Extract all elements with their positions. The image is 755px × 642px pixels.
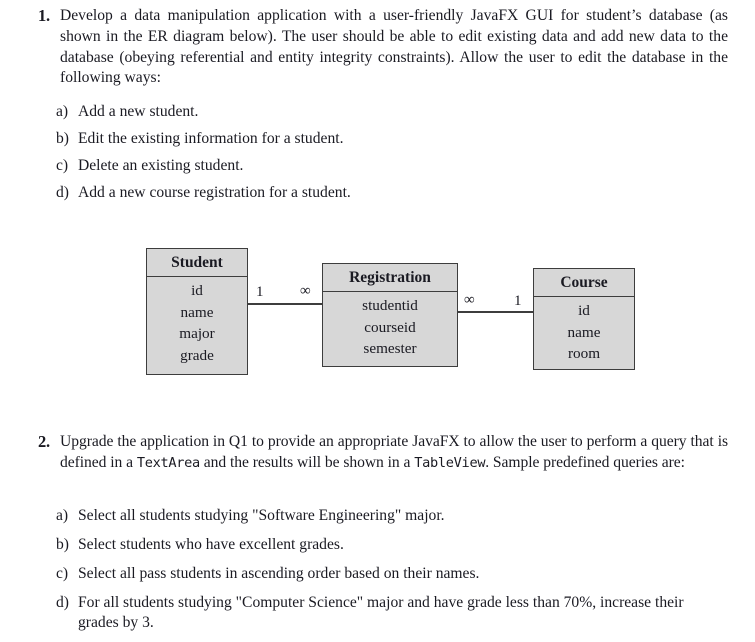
entity-attribute: studentid	[362, 297, 418, 314]
question-1-text: Develop a data manipulation application …	[60, 7, 728, 87]
list-item-text: Select all pass students in ascending or…	[78, 564, 480, 582]
list-item: c) Delete an existing student.	[56, 156, 728, 176]
question-2-sub-list: a) Select all students studying "Softwar…	[56, 506, 728, 642]
list-item-marker: b)	[56, 535, 69, 553]
cardinality-label-registration-left: ∞	[300, 283, 311, 299]
code-tableview: TableView	[414, 454, 486, 471]
entity-title: Student	[147, 249, 247, 277]
list-item: b) Edit the existing information for a s…	[56, 129, 728, 149]
entity-box-course: Course id name room	[533, 268, 635, 370]
entity-attribute-list: id name major grade	[147, 277, 247, 370]
cardinality-label-course: 1	[514, 293, 522, 309]
list-item: d) For all students studying "Computer S…	[56, 593, 728, 634]
question-2-block: 2. Upgrade the application in Q1 to prov…	[38, 432, 728, 474]
entity-title: Course	[534, 269, 634, 297]
list-item-text: Delete an existing student.	[78, 156, 244, 174]
list-item: a) Select all students studying "Softwar…	[56, 506, 728, 526]
entity-attribute: courseid	[364, 318, 416, 336]
entity-attribute-list: id name room	[534, 297, 634, 369]
entity-title: Registration	[323, 264, 457, 292]
relationship-line-student-registration	[247, 303, 323, 305]
list-item: c) Select all pass students in ascending…	[56, 564, 728, 584]
entity-attribute: name	[567, 323, 601, 341]
list-item: a) Add a new student.	[56, 102, 728, 122]
question-2-text-part-1: Upgrade the application in Q1 to provide…	[60, 433, 728, 471]
question-2-number: 2.	[38, 432, 50, 451]
entity-attribute: major	[179, 325, 215, 342]
list-item: b) Select students who have excellent gr…	[56, 535, 728, 555]
list-item-marker: a)	[56, 103, 69, 120]
code-textarea: TextArea	[136, 454, 200, 471]
list-item-text: Add a new student.	[78, 103, 199, 120]
list-item-text: Add a new course registration for a stud…	[78, 183, 351, 201]
list-item-marker: d)	[56, 593, 69, 611]
cardinality-label-registration-right: ∞	[464, 292, 475, 308]
entity-attribute: grade	[180, 346, 214, 364]
list-item-text: For all students studying "Computer Scie…	[78, 593, 684, 632]
entity-box-student: Student id name major grade	[146, 248, 248, 375]
list-item-marker: d)	[56, 183, 69, 201]
list-item-text: Select all students studying "Software E…	[78, 507, 445, 524]
list-item-marker: a)	[56, 507, 69, 524]
entity-attribute: id	[578, 302, 590, 319]
entity-attribute: room	[567, 345, 601, 362]
question-2-text: Upgrade the application in Q1 to provide…	[60, 432, 728, 474]
question-1-sub-list: a) Add a new student. b) Edit the existi…	[56, 102, 728, 210]
entity-attribute: semester	[363, 340, 417, 357]
list-item-text: Select students who have excellent grade…	[78, 535, 344, 553]
question-2-text-part-3: . Sample predefined queries are:	[485, 453, 685, 471]
list-item-text: Edit the existing information for a stud…	[78, 129, 344, 147]
entity-attribute-list: studentid courseid semester	[323, 292, 457, 364]
cardinality-label-student: 1	[256, 284, 264, 300]
question-1-block: 1. Develop a data manipulation applicati…	[38, 6, 728, 89]
entity-attribute: id	[191, 282, 203, 299]
list-item: d) Add a new course registration for a s…	[56, 183, 728, 203]
entity-attribute: name	[180, 303, 214, 321]
question-2-heading: 2. Upgrade the application in Q1 to prov…	[38, 432, 728, 474]
list-item-marker: b)	[56, 129, 69, 147]
question-2-text-part-2: and the results will be shown in a	[199, 453, 415, 471]
list-item-marker: c)	[56, 564, 69, 582]
question-1-number: 1.	[38, 6, 50, 25]
er-diagram: Student id name major grade Registration…	[0, 240, 755, 390]
question-1-heading: 1. Develop a data manipulation applicati…	[38, 6, 728, 89]
entity-box-registration: Registration studentid courseid semester	[322, 263, 458, 367]
relationship-line-registration-course	[457, 311, 534, 313]
list-item-marker: c)	[56, 156, 69, 174]
